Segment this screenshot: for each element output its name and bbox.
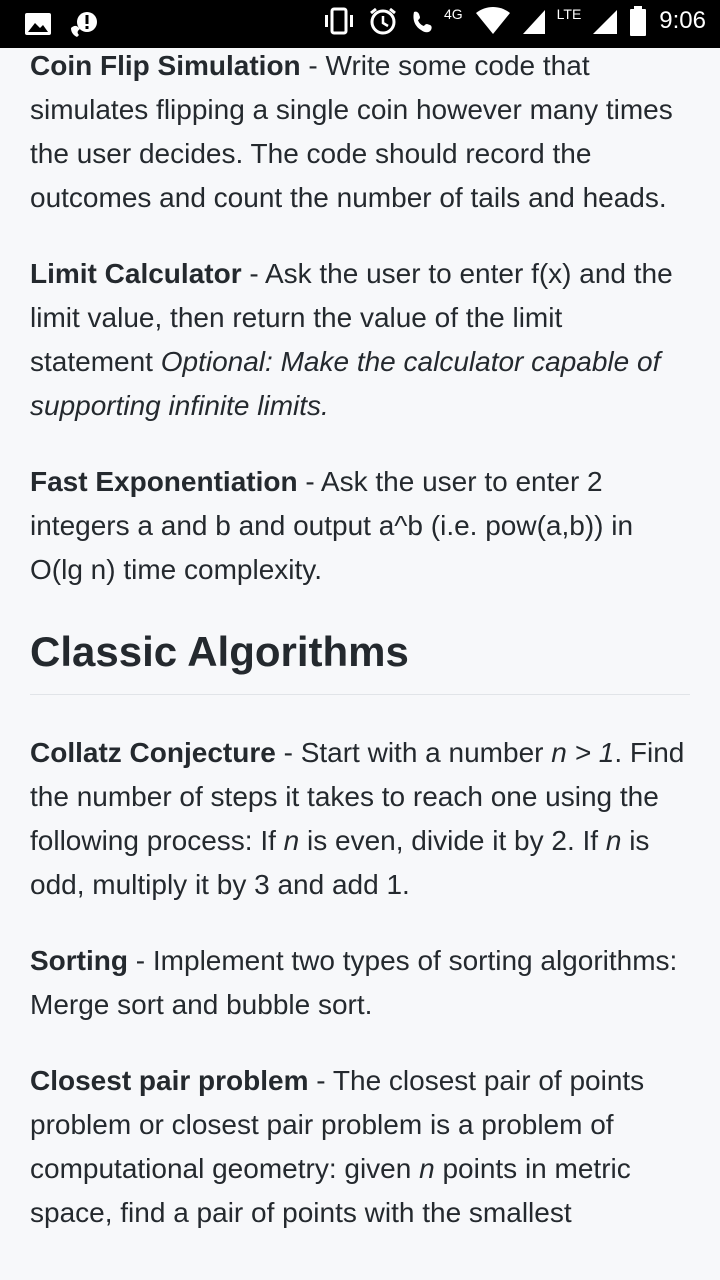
section-title: Fast Exponentiation [30, 466, 298, 497]
signal-icon-2 [593, 8, 618, 34]
battery-icon [629, 6, 647, 36]
section-title: Sorting [30, 945, 128, 976]
status-bar: 4G LTE 9:06 [0, 0, 720, 48]
gallery-notification-icon [24, 12, 52, 36]
section-title: Coin Flip Simulation [30, 50, 301, 81]
section-collatz: Collatz Conjecture - Start with a number… [30, 737, 685, 900]
section-text: Ask the user to enter 2 integers a and b… [30, 466, 634, 585]
article-content: Coin Flip Simulation - Write some code t… [30, 44, 690, 1267]
signal-icon-1 [522, 8, 545, 34]
section-limit-calculator: Limit Calculator - Ask the user to enter… [30, 258, 673, 421]
section-title: Closest pair problem [30, 1065, 309, 1096]
section-note: Optional: Make the calculator capable of… [30, 346, 661, 421]
section-sorting: Sorting - Implement two types of sorting… [30, 945, 678, 1020]
section-title: Collatz Conjecture [30, 737, 276, 768]
section-title: Limit Calculator [30, 258, 242, 289]
alarm-icon [368, 6, 398, 36]
section-fast-exponentiation: Fast Exponentiation - Ask the user to en… [30, 466, 634, 585]
clock: 9:06 [659, 7, 706, 34]
section-text: Write some code that simulates flipping … [30, 50, 673, 213]
section-text: Implement two types of sorting algorithm… [30, 945, 678, 1020]
lte-label: LTE [556, 6, 582, 22]
heading-classic-algorithms: Classic Algorithms [30, 624, 690, 695]
wifi-icon [475, 7, 511, 35]
wifi-call-icon [410, 8, 432, 34]
vibrate-icon [322, 7, 356, 35]
missed-call-alert-icon [68, 10, 98, 38]
section-closest-pair: Closest pair problem - The closest pair … [30, 1065, 645, 1228]
section-text: Ask the user to enter f(x) and the limit… [30, 258, 673, 377]
network-type-label: 4G [443, 6, 463, 22]
section-coin-flip: Coin Flip Simulation - Write some code t… [30, 50, 673, 213]
